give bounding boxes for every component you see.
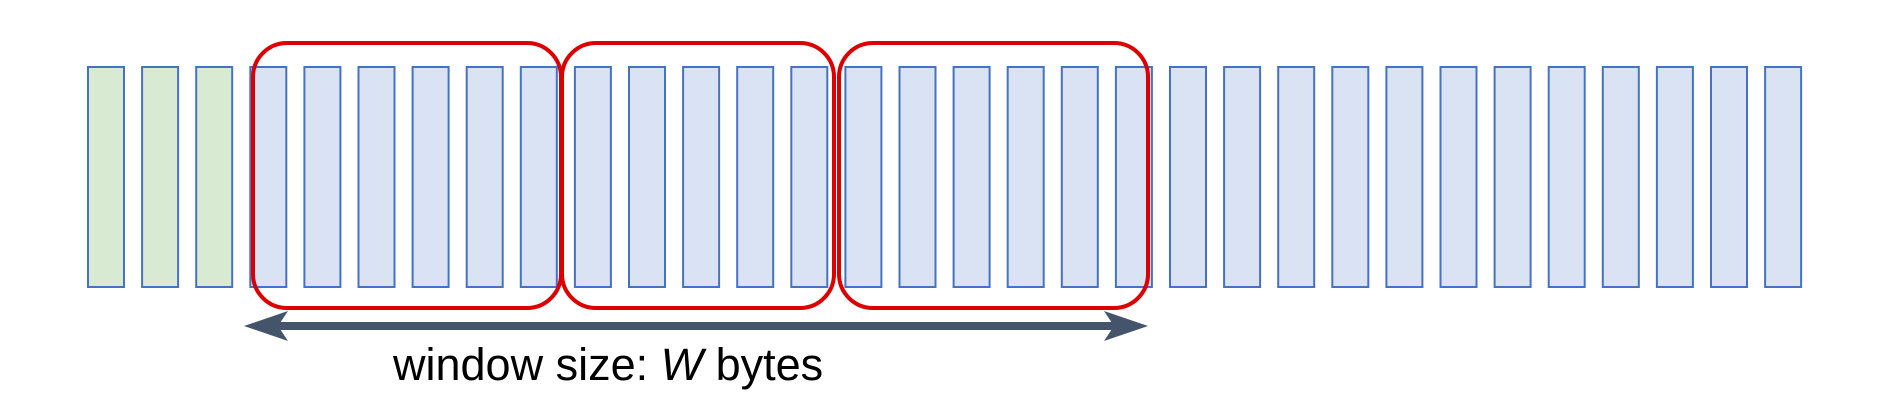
- label-prefix: window size:: [392, 339, 661, 390]
- byte-cell: [1060, 66, 1099, 288]
- arrow-head-right: [1104, 311, 1148, 341]
- label-suffix: bytes: [703, 339, 823, 390]
- byte-cell: [1006, 66, 1045, 288]
- byte-cell: [249, 66, 288, 288]
- window-box: [560, 41, 836, 310]
- byte-cell: [628, 66, 666, 288]
- label-variable: W: [661, 339, 708, 390]
- byte-cell-highlighted: [141, 66, 180, 288]
- window-size-arrow: [244, 311, 1148, 341]
- byte-cell: [519, 66, 558, 288]
- byte-cell: [465, 66, 504, 288]
- byte-cell: [573, 66, 612, 288]
- byte-cell: [1331, 66, 1370, 288]
- byte-cell: [898, 66, 937, 288]
- window-box: [837, 41, 1150, 310]
- byte-cell: [1764, 66, 1803, 288]
- byte-cell-highlighted: [87, 66, 125, 288]
- byte-cell: [1547, 66, 1586, 288]
- byte-cell-highlighted: [195, 66, 234, 288]
- window-box: [251, 41, 563, 310]
- byte-cell: [411, 66, 450, 288]
- byte-cell: [357, 66, 396, 288]
- byte-cells: [87, 66, 1803, 288]
- byte-cell: [1655, 66, 1694, 288]
- window-size-label: window size: W bytes: [392, 339, 823, 390]
- byte-cell: [736, 66, 775, 288]
- byte-cell: [1385, 66, 1424, 288]
- byte-cell: [952, 66, 991, 288]
- byte-cell: [682, 66, 721, 288]
- byte-cell: [1169, 66, 1207, 288]
- byte-cell: [303, 66, 342, 288]
- byte-cell: [1710, 66, 1748, 288]
- byte-cell: [1439, 66, 1478, 288]
- byte-cell: [1601, 66, 1640, 288]
- arrow-head-left: [244, 311, 288, 341]
- byte-cell: [790, 66, 829, 288]
- byte-cell: [1277, 66, 1316, 288]
- window-boxes: [251, 41, 1150, 310]
- byte-cell: [844, 66, 883, 288]
- byte-cell: [1223, 66, 1262, 288]
- byte-cell: [1114, 66, 1153, 288]
- byte-cell: [1493, 66, 1532, 288]
